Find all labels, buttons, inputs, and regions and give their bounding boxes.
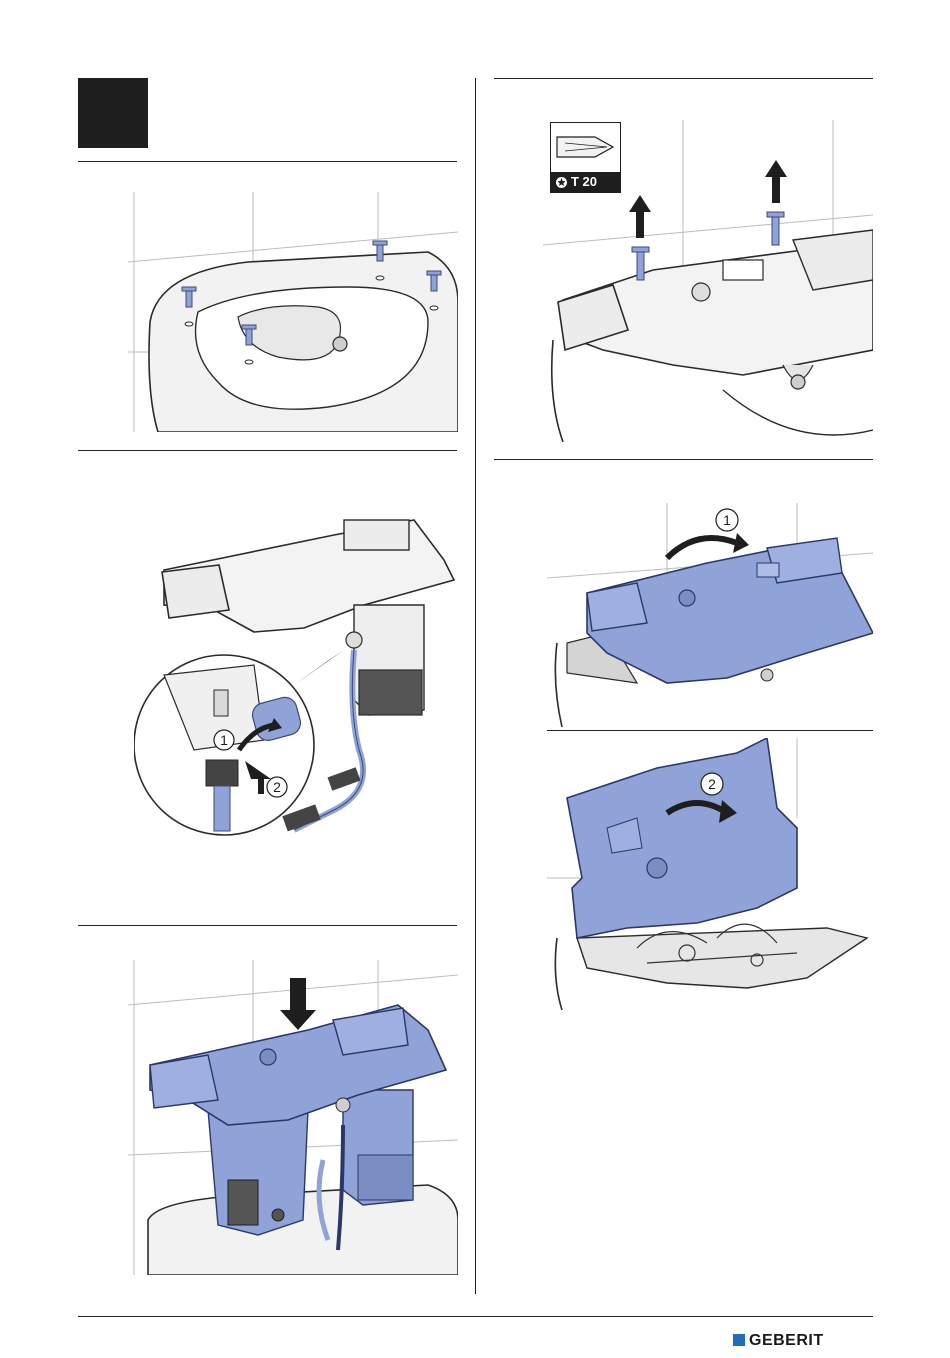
footer-rule: [78, 1316, 873, 1317]
geberit-logo: GEBERIT: [733, 1331, 824, 1351]
step-number-box: [78, 78, 148, 148]
brand-square-icon: [733, 1334, 745, 1346]
remove-screws-figure: [128, 192, 458, 432]
divider-right-2: [494, 459, 873, 460]
column-divider: [475, 78, 476, 1294]
divider-left-3: [78, 925, 457, 926]
divider-left-1: [78, 161, 457, 162]
divider-right-3: [547, 730, 873, 731]
open-cover-figure: 2: [547, 738, 873, 1010]
lift-callout-1-text: 1: [723, 512, 731, 528]
tool-badge: T 20: [550, 122, 621, 193]
insert-module-figure: [128, 960, 458, 1275]
lift-callout-2-text: 2: [708, 776, 716, 792]
divider-right-1: [494, 78, 873, 79]
connect-hose-figure: 1 2: [134, 510, 464, 840]
lift-cover-figure: 1: [547, 503, 873, 727]
divider-left-2: [78, 450, 457, 451]
torx-bit-icon: [555, 129, 615, 165]
callout-2-text: 2: [273, 779, 281, 795]
brand-name: GEBERIT: [749, 1332, 824, 1349]
torx-icon: [555, 176, 568, 189]
callout-1-text: 1: [220, 732, 228, 748]
tool-size-text: T 20: [571, 174, 597, 189]
tool-label: T 20: [551, 172, 620, 192]
